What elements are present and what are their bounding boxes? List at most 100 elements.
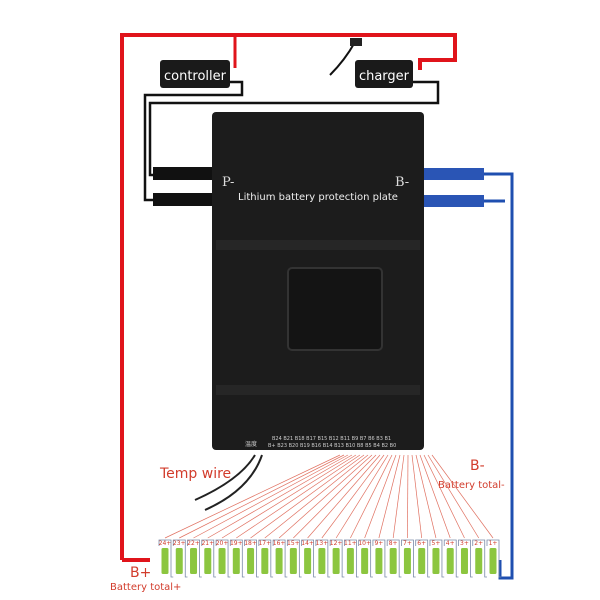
battery-cell xyxy=(332,548,340,574)
cell-label: 9+ xyxy=(374,540,383,547)
charger-box xyxy=(355,60,413,88)
battery-total-plus-label: Battery total+ xyxy=(110,582,181,593)
battery-cell xyxy=(218,548,226,574)
cell-label: 5+ xyxy=(432,540,441,547)
balance-lead xyxy=(193,454,349,539)
controller-negative-wire xyxy=(143,80,244,202)
balance-lead xyxy=(423,454,465,539)
cell-label: 6+ xyxy=(417,540,426,547)
cell-connector xyxy=(244,539,259,578)
cell-label: 18+ xyxy=(244,540,257,547)
cell-connector xyxy=(272,539,288,578)
balance-lead xyxy=(350,454,393,539)
balance-lead xyxy=(264,454,369,539)
battery-cell xyxy=(175,548,183,574)
temp-wire xyxy=(194,454,256,501)
cell-label: 1+ xyxy=(489,540,498,547)
battery-cell xyxy=(204,548,212,574)
battery-cell xyxy=(304,548,312,574)
battery-cell xyxy=(460,548,468,574)
balance-lead xyxy=(307,454,381,539)
charger-plug-cord xyxy=(329,41,356,76)
cell-connector xyxy=(258,539,274,578)
cell-connector xyxy=(201,539,217,578)
cell-label: 12+ xyxy=(330,540,343,547)
cell-label: 3+ xyxy=(460,540,469,547)
balance-lead xyxy=(179,454,345,539)
cell-connector xyxy=(472,539,487,578)
controller-label: controller xyxy=(164,69,227,84)
battery-cell xyxy=(247,548,255,574)
negative-wire xyxy=(484,172,514,580)
temp-wire xyxy=(204,454,263,511)
cell-label: 15+ xyxy=(287,540,300,547)
cell-connector xyxy=(358,539,373,578)
balance-lead xyxy=(278,454,373,539)
balance-lead xyxy=(207,454,353,539)
balance-lead xyxy=(250,454,365,539)
cell-connector xyxy=(486,539,502,578)
board-ridge xyxy=(216,240,420,250)
cell-connector xyxy=(187,539,202,578)
cell-connector xyxy=(343,539,359,578)
p-minus-label: P- xyxy=(222,175,234,190)
battery-cell xyxy=(403,548,411,574)
balance-lead xyxy=(236,454,361,539)
p-minus-cable xyxy=(153,167,213,180)
b-minus-label: B- xyxy=(470,458,485,474)
plate-title: Lithium battery protection plate xyxy=(238,192,398,203)
balance-lead xyxy=(335,454,389,539)
balance-lead xyxy=(411,454,423,539)
cell-connector xyxy=(415,539,430,578)
balance-lead xyxy=(164,454,341,539)
cell-connector xyxy=(372,539,388,578)
positive-wire xyxy=(120,33,457,560)
cell-label: 11+ xyxy=(344,540,357,547)
battery-cell xyxy=(418,548,426,574)
cell-label: 10+ xyxy=(358,540,371,547)
balance-lead xyxy=(427,454,480,539)
battery-cell xyxy=(161,548,169,574)
cell-connector xyxy=(172,539,188,578)
battery-cell xyxy=(275,548,283,574)
cell-label: 14+ xyxy=(301,540,314,547)
battery-cell xyxy=(432,548,440,574)
balance-lead xyxy=(321,454,385,539)
battery-cell xyxy=(446,548,454,574)
temp-port-label: 温度 xyxy=(245,440,257,448)
battery-cell xyxy=(190,548,198,574)
cell-connector xyxy=(443,539,459,578)
board-window xyxy=(287,267,383,351)
cell-connector xyxy=(215,539,231,578)
battery-total-minus-label: Battery total- xyxy=(438,480,505,491)
port-row-top: B24 B21 B18 B17 B15 B12 B11 B9 B7 B6 B3 … xyxy=(272,436,391,442)
plug-icon xyxy=(350,38,362,46)
temp-wire-label: Temp wire xyxy=(159,466,231,482)
cell-connector xyxy=(229,539,245,578)
battery-cell xyxy=(346,548,354,574)
cell-label: 4+ xyxy=(446,540,455,547)
b-minus-port-label: B- xyxy=(395,175,409,190)
charger-negative-wire xyxy=(148,80,440,177)
b-minus-cable xyxy=(424,195,484,207)
cell-label: 2+ xyxy=(474,540,483,547)
cell-label: 8+ xyxy=(389,540,398,547)
battery-cell xyxy=(318,548,326,574)
battery-cell xyxy=(389,548,397,574)
board-ridge xyxy=(216,385,420,395)
p-minus-cable xyxy=(153,193,213,206)
battery-cell xyxy=(489,548,497,574)
cell-connector xyxy=(329,539,345,578)
balance-lead xyxy=(293,454,377,539)
battery-cell xyxy=(232,548,240,574)
balance-lead xyxy=(407,454,409,539)
cell-connector xyxy=(301,539,316,578)
cell-connector xyxy=(315,539,331,578)
cell-connector xyxy=(286,539,302,578)
cell-label: 13+ xyxy=(316,540,329,547)
battery-cell xyxy=(289,548,297,574)
b-plus-label: B+ xyxy=(130,565,151,581)
battery-cell xyxy=(475,548,483,574)
balance-lead xyxy=(221,454,357,539)
